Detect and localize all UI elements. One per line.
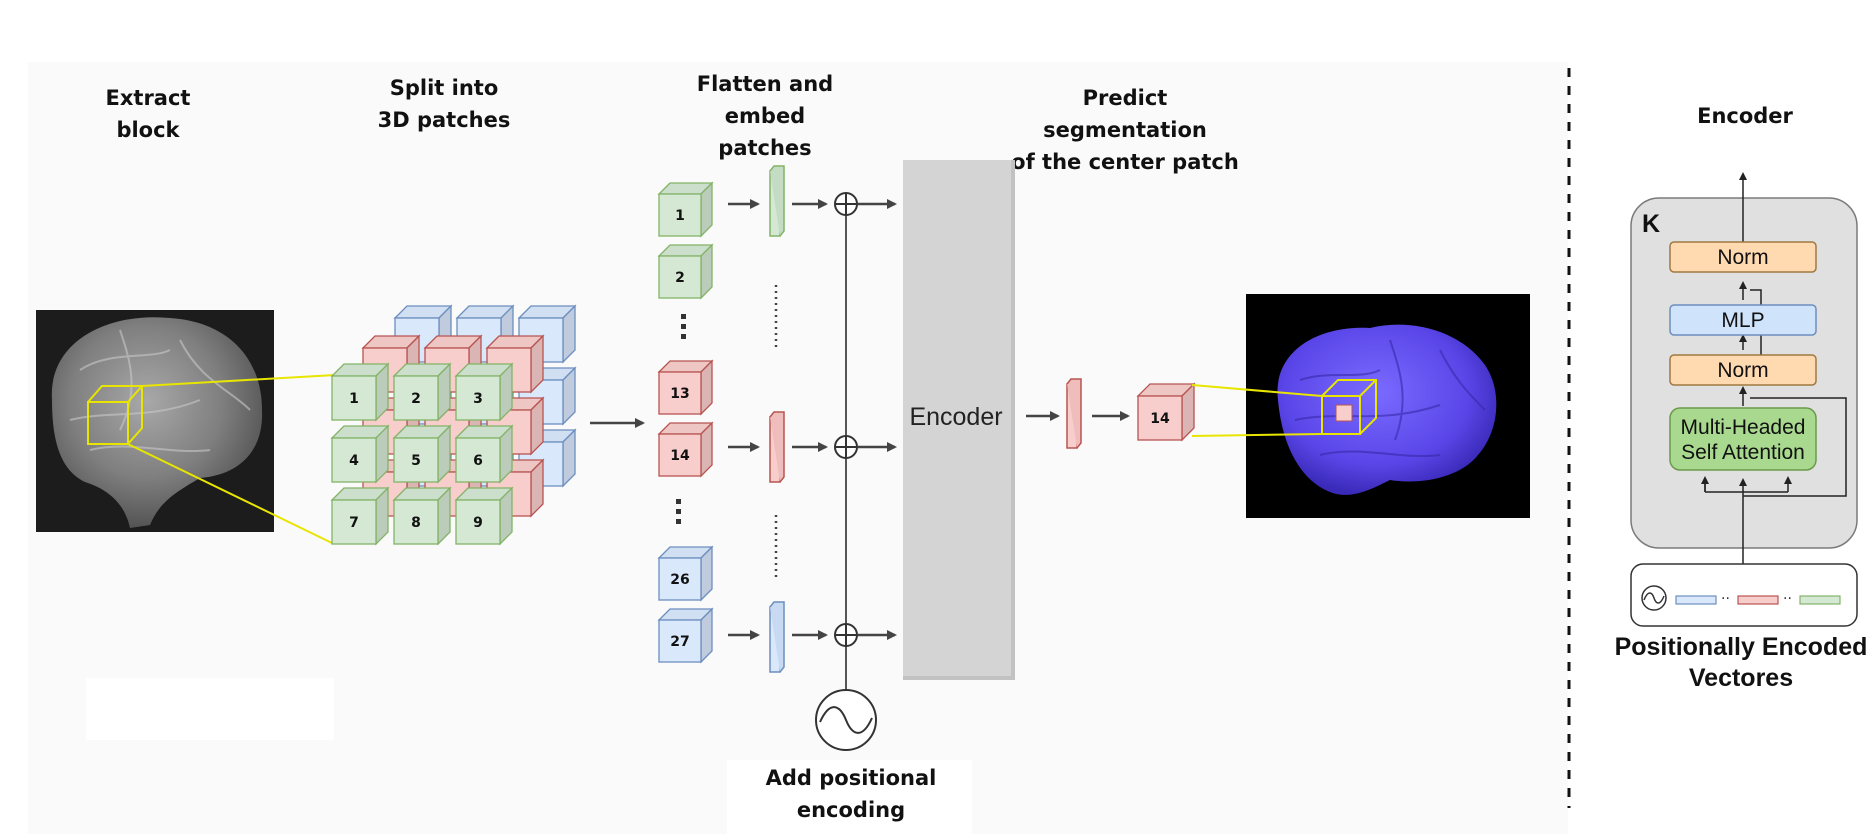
brain-mri-image (36, 310, 274, 532)
grid-cube-front: 9 (454, 486, 514, 546)
attention-block (1669, 407, 1817, 471)
cube-label: 9 (473, 515, 483, 531)
cube-label: 26 (670, 572, 689, 588)
embedding-vector-blue (769, 601, 785, 673)
caption-positional-vectors: Positionally Encoded Vectores (1600, 632, 1871, 694)
output-vector (1066, 378, 1082, 449)
vector-blue (1675, 595, 1717, 605)
positional-vectors-box: ·· ·· (1630, 563, 1858, 627)
grid-cube-front: 5 (392, 424, 452, 484)
attention-label-line2: Self Attention (1681, 441, 1805, 464)
patch-cube-p1: 1 (657, 181, 714, 238)
norm-bottom-block (1669, 354, 1817, 386)
caption-line: Add positional (765, 766, 937, 790)
caption-line: Flatten and (696, 72, 834, 96)
cube-label: 14 (670, 448, 690, 464)
sine-wave-icon (815, 689, 877, 751)
blank-panel (86, 678, 334, 740)
norm-bottom-label: Norm (1717, 359, 1768, 382)
caption-line: Split into (389, 76, 499, 100)
caption-line: Extract (105, 86, 191, 110)
grid-cube-front: 6 (454, 424, 514, 484)
caption-line: embed patches (718, 104, 812, 160)
norm-top-label: Norm (1717, 246, 1768, 269)
vector-red (1737, 595, 1779, 605)
cube-label: 14 (1150, 411, 1170, 427)
cube-label: 7 (349, 515, 359, 531)
cube-label: 1 (349, 391, 359, 407)
cube-label: 2 (411, 391, 421, 407)
connector-line (141, 374, 336, 387)
patch-cube-p14: 14 (657, 421, 714, 478)
grid-cube-front: 8 (392, 486, 452, 546)
caption-line: of the center patch (1011, 150, 1239, 174)
output-cube: 14 (1136, 382, 1196, 442)
caption-line: Predict segmentation (1043, 86, 1207, 142)
cube-label: 13 (670, 386, 689, 402)
attention-label-line1: Multi-Headed (1681, 416, 1806, 439)
grid-cube-front: 2 (392, 362, 452, 422)
mlp-block (1669, 304, 1817, 336)
ellipsis-vertical (676, 314, 686, 524)
norm-top-block (1669, 241, 1817, 273)
cube-label: 5 (411, 453, 421, 469)
caption-line: 3D patches (377, 108, 511, 132)
connector-line (1191, 384, 1323, 397)
connector-line (127, 443, 333, 544)
caption-encoder-title: Encoder (1680, 100, 1810, 132)
caption-flatten-embed: Flatten and embed patches (680, 68, 850, 164)
encoder-block-detail: K Norm MLP Norm Multi-Headed Self Attent… (1630, 172, 1858, 564)
patch-cube-p26: 26 (657, 545, 714, 602)
caption-positional-encoding-overlay: Add positional encoding (746, 762, 956, 826)
cube-label: 1 (675, 208, 685, 224)
caption-line: block (116, 118, 180, 142)
caption-line: Encoder (1697, 104, 1793, 128)
encoder-box-label: Encoder (909, 403, 1002, 431)
caption-predict-segmentation: Predict segmentation of the center patch (1000, 82, 1250, 178)
cube-label: 8 (411, 515, 421, 531)
segmented-brain-image (1246, 294, 1530, 518)
caption-split-patches: Split into 3D patches (354, 72, 534, 136)
cube-label: 3 (473, 391, 483, 407)
svg-text:··: ·· (1721, 591, 1730, 607)
encoder-box: Encoder (903, 160, 1015, 680)
caption-extract-block: Extract block (78, 82, 218, 146)
caption-line: encoding (796, 798, 906, 822)
cube-label: 27 (670, 634, 689, 650)
cube-label: 2 (675, 270, 685, 286)
caption-line: Positionally Encoded (1614, 633, 1868, 661)
caption-backdrop (727, 760, 972, 834)
patch-cube-p27: 27 (657, 607, 714, 664)
embedding-vector-red (769, 411, 785, 483)
caption-line: Vectores (1688, 664, 1794, 692)
patch-cube-p2: 2 (657, 243, 714, 300)
cube-label: 6 (473, 453, 483, 469)
patch-grid-3d: 1 2 3 4 5 6 7 8 9 (330, 304, 577, 546)
embedding-vector-green (769, 165, 785, 237)
svg-text:··: ·· (1783, 591, 1792, 607)
grid-cube-front: 3 (454, 362, 514, 422)
patch-cube-p13: 13 (657, 359, 714, 416)
mlp-label: MLP (1721, 309, 1764, 332)
grid-cube-front: 1 (330, 362, 390, 422)
grid-cube-front: 7 (330, 486, 390, 546)
cube-label: 4 (349, 453, 359, 469)
output-patch-cube: 14 (1136, 382, 1196, 442)
vector-green (1799, 595, 1841, 605)
grid-cube-front: 4 (330, 424, 390, 484)
repeat-label: K (1642, 210, 1660, 238)
connector-line (1191, 433, 1323, 437)
arrows-to-vectors (728, 199, 897, 640)
